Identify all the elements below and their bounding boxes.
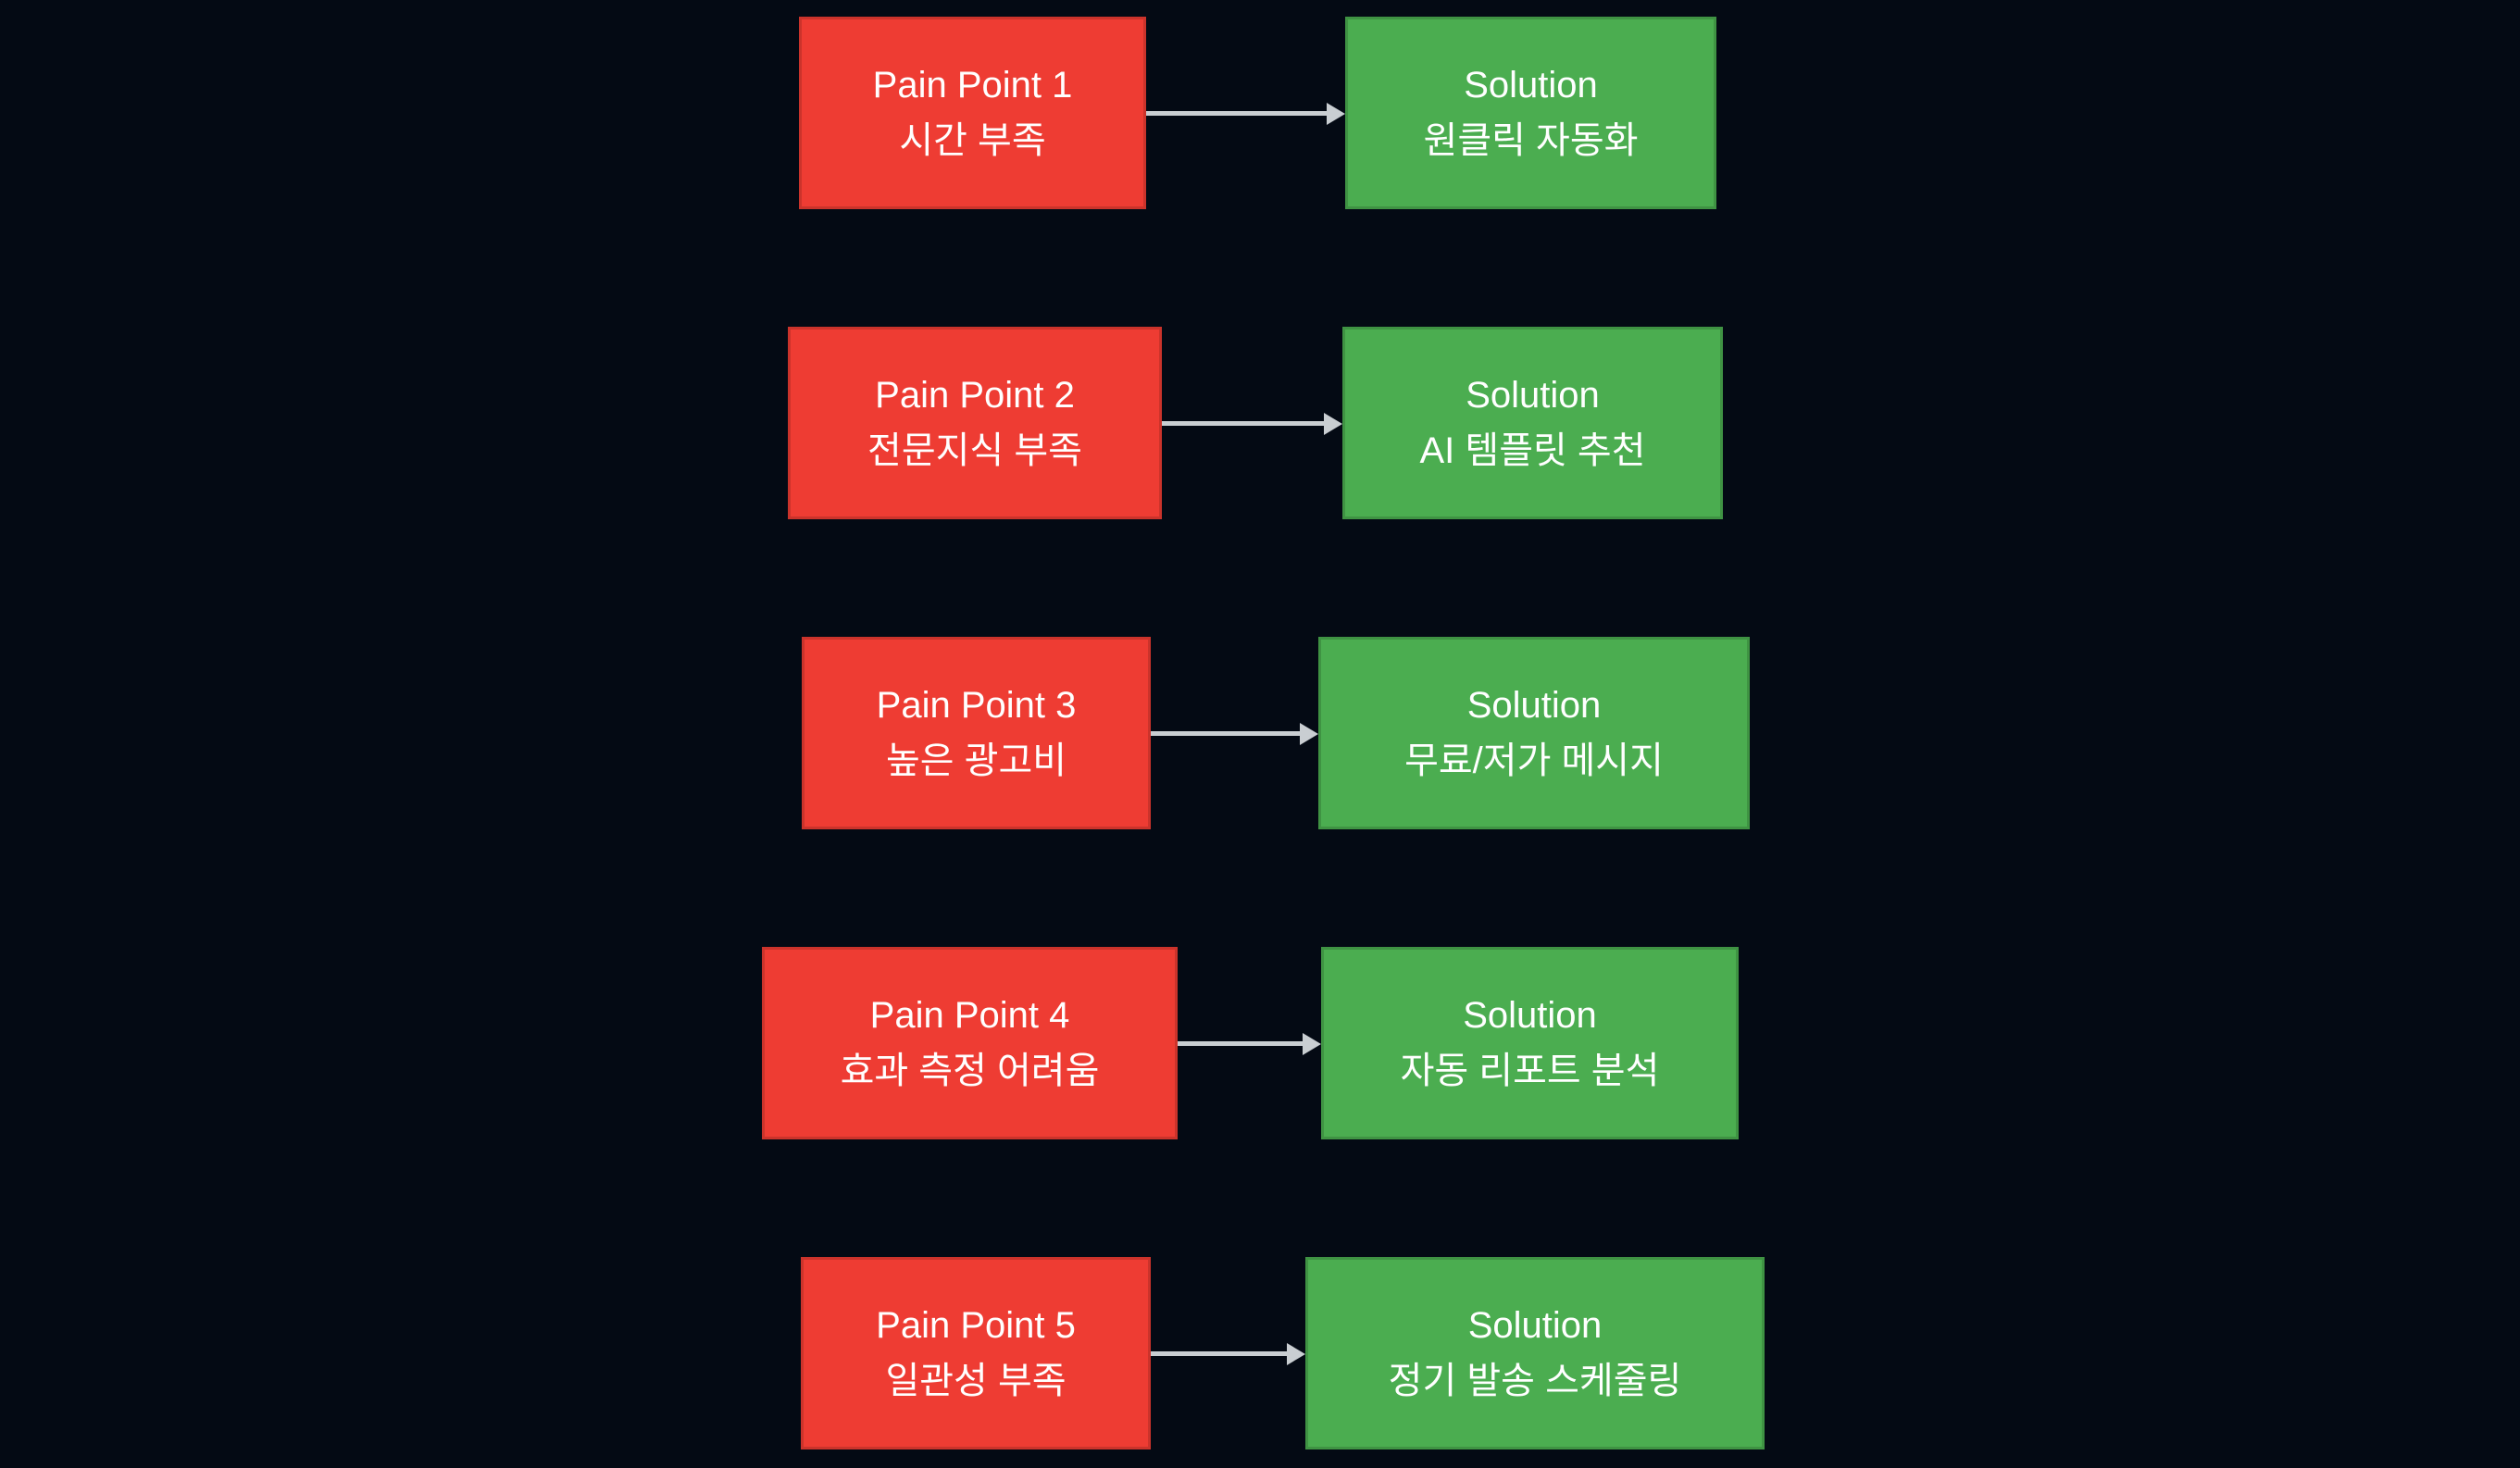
pain-point-title: Pain Point 4 — [869, 995, 1070, 1036]
pain-point-subtitle: 효과 측정 어려움 — [840, 1051, 1100, 1091]
diagram-row-2: Pain Point 2 전문지식 부족 Solution AI 템플릿 추천 — [0, 327, 2520, 519]
solution-title: Solution — [1466, 685, 1602, 726]
pain-point-box-4: Pain Point 4 효과 측정 어려움 — [762, 947, 1178, 1139]
solution-title: Solution — [1463, 995, 1597, 1036]
solution-box-3: Solution 무료/저가 메시지 — [1318, 637, 1750, 829]
diagram-row-3: Pain Point 3 높은 광고비 Solution 무료/저가 메시지 — [0, 637, 2520, 829]
diagram-row-4: Pain Point 4 효과 측정 어려움 Solution 자동 리포트 분… — [0, 947, 2520, 1139]
solution-subtitle: 정기 발송 스케줄링 — [1388, 1361, 1682, 1401]
solution-subtitle: AI 템플릿 추천 — [1419, 430, 1646, 471]
arrow-head-icon — [1324, 413, 1342, 435]
arrow-head-icon — [1327, 103, 1345, 125]
arrow-head-icon — [1287, 1343, 1305, 1365]
arrow-connector-1 — [1146, 103, 1345, 125]
solution-box-5: Solution 정기 발송 스케줄링 — [1305, 1257, 1765, 1449]
pain-point-subtitle: 전문지식 부족 — [867, 430, 1082, 471]
arrow-head-icon — [1303, 1033, 1321, 1055]
pain-point-title: Pain Point 1 — [872, 65, 1073, 106]
solution-box-2: Solution AI 템플릿 추천 — [1342, 327, 1723, 519]
arrow-connector-5 — [1151, 1343, 1305, 1365]
pain-point-subtitle: 일관성 부족 — [885, 1361, 1067, 1401]
solution-box-1: Solution 원클릭 자동화 — [1345, 17, 1716, 209]
arrow-connector-2 — [1162, 413, 1342, 435]
arrow-connector-3 — [1151, 723, 1318, 745]
solution-subtitle: 무료/저가 메시지 — [1404, 740, 1664, 781]
solution-title: Solution — [1466, 375, 1600, 416]
pain-point-title: Pain Point 2 — [875, 375, 1075, 416]
pain-point-title: Pain Point 5 — [876, 1305, 1076, 1346]
diagram-row-1: Pain Point 1 시간 부족 Solution 원클릭 자동화 — [0, 17, 2520, 209]
solution-box-4: Solution 자동 리포트 분석 — [1321, 947, 1739, 1139]
solution-title: Solution — [1464, 65, 1598, 106]
pain-point-title: Pain Point 3 — [876, 685, 1077, 726]
pain-point-subtitle: 시간 부족 — [899, 120, 1046, 161]
pain-point-box-1: Pain Point 1 시간 부족 — [799, 17, 1146, 209]
diagram-row-5: Pain Point 5 일관성 부족 Solution 정기 발송 스케줄링 — [0, 1257, 2520, 1449]
arrow-connector-4 — [1178, 1033, 1321, 1055]
pain-point-subtitle: 높은 광고비 — [885, 740, 1067, 781]
pain-point-box-2: Pain Point 2 전문지식 부족 — [788, 327, 1162, 519]
solution-subtitle: 자동 리포트 분석 — [1400, 1051, 1660, 1091]
pain-point-box-3: Pain Point 3 높은 광고비 — [802, 637, 1151, 829]
solution-subtitle: 원클릭 자동화 — [1423, 120, 1639, 161]
arrow-head-icon — [1300, 723, 1318, 745]
solution-title: Solution — [1467, 1305, 1603, 1346]
pain-point-box-5: Pain Point 5 일관성 부족 — [801, 1257, 1151, 1449]
